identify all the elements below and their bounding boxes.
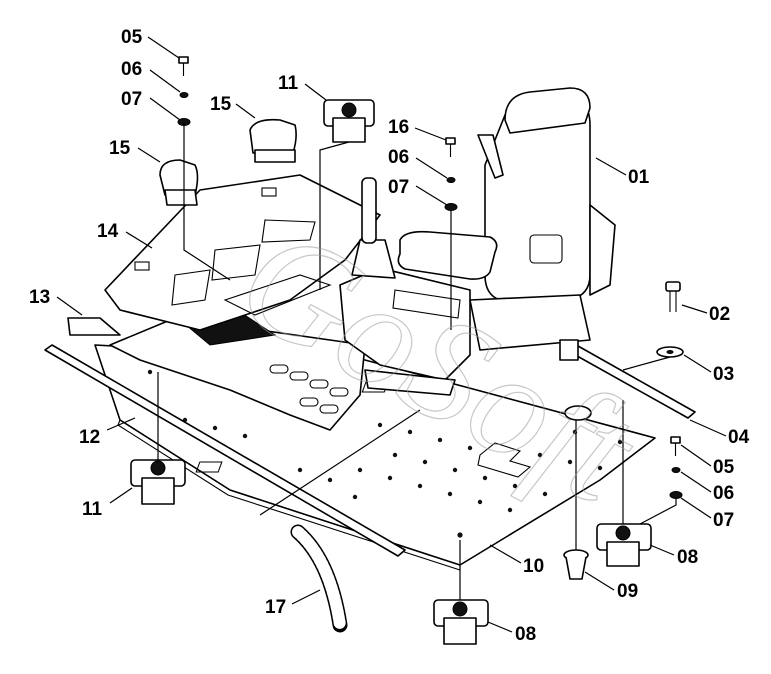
callout-07: 07	[121, 89, 142, 110]
floor-oval-slots	[269, 364, 349, 414]
callout-15: 15	[210, 94, 232, 115]
callout-02: 02	[709, 304, 730, 325]
leader-lines	[56, 36, 727, 633]
callout-11: 11	[82, 499, 103, 520]
callout-15: 15	[109, 138, 131, 159]
mount-08-right	[596, 523, 652, 567]
callout-16: 16	[388, 117, 409, 138]
callout-07: 07	[713, 510, 734, 531]
washer-03	[656, 346, 684, 358]
rail-13	[67, 317, 121, 336]
cover-15-left	[159, 159, 199, 206]
joystick-boot	[351, 239, 396, 279]
fastener-stack-center	[444, 137, 458, 211]
callout-labels: 05 06 07 15 15 11 16 06 07 01 14 13 02 0…	[29, 27, 750, 645]
hose-17	[290, 524, 348, 633]
callout-17: 17	[265, 597, 286, 618]
plug-09	[563, 549, 589, 580]
callout-11: 11	[278, 73, 299, 94]
callout-08: 08	[677, 547, 698, 568]
mount-11-top	[323, 99, 375, 143]
callout-09: 09	[617, 581, 638, 602]
callout-10: 10	[523, 556, 544, 577]
floor-frame	[104, 174, 381, 331]
callout-05: 05	[713, 457, 735, 478]
callout-13: 13	[29, 287, 50, 308]
floor-front-panel	[109, 311, 366, 431]
rail-12	[44, 344, 406, 557]
callout-14: 14	[97, 221, 119, 242]
mount-11-bottom	[130, 459, 186, 505]
callout-05: 05	[121, 27, 143, 48]
callout-06: 06	[121, 59, 142, 80]
cover-15-right	[249, 118, 297, 163]
callout-04: 04	[728, 427, 750, 448]
callout-08: 08	[515, 624, 536, 645]
fastener-stack-right	[669, 436, 683, 499]
callout-06: 06	[388, 147, 409, 168]
callout-01: 01	[628, 167, 650, 188]
joystick-lever	[361, 177, 377, 244]
rails	[44, 317, 696, 557]
callout-07: 07	[388, 177, 409, 198]
bolt-02	[665, 281, 681, 312]
callout-06: 06	[713, 483, 734, 504]
callout-12: 12	[79, 427, 100, 448]
operator-seat	[397, 87, 616, 361]
mount-08-bottom	[433, 599, 489, 645]
control-console	[339, 177, 471, 396]
callout-03: 03	[713, 364, 734, 385]
